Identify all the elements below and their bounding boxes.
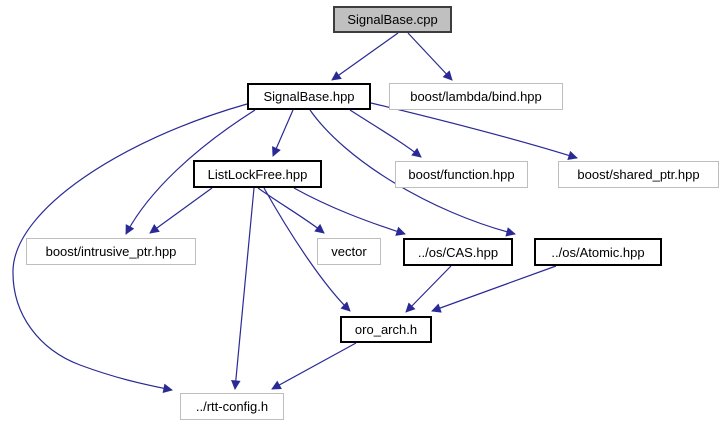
node-label: boost/intrusive_ptr.hpp xyxy=(45,244,177,259)
edge-signalbase-hpp-to-boost-function xyxy=(349,109,422,158)
edge-oro-arch-to-rtt-config xyxy=(271,342,357,390)
edge-signalbase-hpp-to-boost-shared-ptr xyxy=(370,102,578,160)
node-oro-arch[interactable]: oro_arch.h xyxy=(340,316,432,343)
node-label: boost/lambda/bind.hpp xyxy=(410,89,542,104)
node-rtt-config: ../rtt-config.h xyxy=(180,393,284,420)
edge-os-atomic-to-oro-arch xyxy=(431,265,557,313)
node-label: boost/shared_ptr.hpp xyxy=(577,167,700,182)
node-label: vector xyxy=(331,244,367,259)
edge-listlockfree-to-oro-arch xyxy=(263,187,351,312)
node-label: oro_arch.h xyxy=(354,322,418,337)
edge-signalbase-hpp-to-rtt-config xyxy=(12,103,248,394)
node-label: boost/function.hpp xyxy=(408,167,515,182)
node-label: ListLockFree.hpp xyxy=(207,166,308,182)
edge-signalbase-hpp-to-listlockfree xyxy=(272,109,294,157)
node-os-cas[interactable]: ../os/CAS.hpp xyxy=(403,238,513,266)
edge-signalbase-cpp-to-signalbase-hpp xyxy=(331,32,399,81)
node-boost-function: boost/function.hpp xyxy=(395,161,528,188)
edge-os-cas-to-oro-arch xyxy=(405,265,452,313)
edge-listlockfree-to-rtt-config xyxy=(231,187,255,390)
edge-signalbase-cpp-to-boost-lambda-bind xyxy=(407,32,453,81)
node-label: SignalBase.hpp xyxy=(263,89,355,104)
node-label: ../os/CAS.hpp xyxy=(417,244,499,260)
node-boost-lambda-bind: boost/lambda/bind.hpp xyxy=(389,83,563,110)
node-boost-shared-ptr: boost/shared_ptr.hpp xyxy=(558,161,719,188)
node-signalbase-cpp: SignalBase.cpp xyxy=(333,6,452,33)
node-vector: vector xyxy=(317,238,381,265)
node-label: SignalBase.cpp xyxy=(347,12,438,27)
node-boost-intrusive-ptr: boost/intrusive_ptr.hpp xyxy=(26,238,196,265)
edge-listlockfree-to-os-cas xyxy=(293,187,406,236)
node-os-atomic[interactable]: ../os/Atomic.hpp xyxy=(534,238,662,266)
edge-signalbase-hpp-to-os-atomic xyxy=(309,109,516,237)
node-label: ../rtt-config.h xyxy=(195,399,269,414)
node-label: ../os/Atomic.hpp xyxy=(551,244,645,260)
edge-listlockfree-to-boost-intrusive-ptr xyxy=(149,187,213,234)
edge-signalbase-hpp-to-boost-intrusive-ptr xyxy=(125,109,256,235)
edge-listlockfree-to-vector xyxy=(257,187,325,234)
node-listlockfree[interactable]: ListLockFree.hpp xyxy=(193,160,322,188)
node-signalbase-hpp[interactable]: SignalBase.hpp xyxy=(247,83,371,110)
